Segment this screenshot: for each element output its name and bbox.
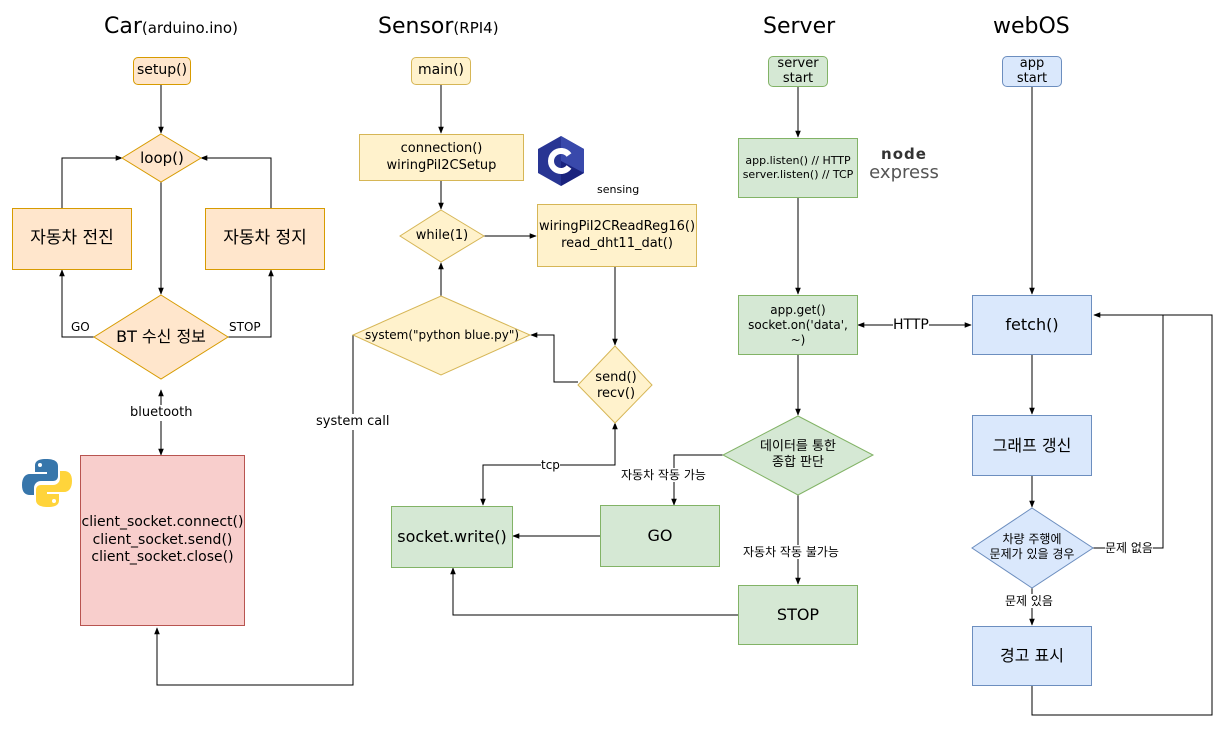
go-edge-label: GO xyxy=(71,320,90,335)
question-label-1: 차량 주행에 xyxy=(1002,532,1062,546)
listen-node: app.listen() // HTTP server.listen() // … xyxy=(738,138,858,198)
read-sensor-node: wiringPiI2CReadReg16() read_dht11_dat() xyxy=(537,204,697,267)
c-language-logo-icon xyxy=(538,136,584,186)
car-stop-node: 자동차 정지 xyxy=(205,208,325,270)
sensing-label: sensing xyxy=(597,183,640,197)
main-node: main() xyxy=(411,57,471,85)
app-start-1: app xyxy=(1019,56,1045,72)
system-label: system("python blue.py") xyxy=(364,327,520,342)
server-start-1: server xyxy=(777,56,819,72)
socket-on-label: socket.on('data', ~) xyxy=(748,317,848,347)
bt-diamond xyxy=(93,294,229,380)
client-connect: client_socket.connect() xyxy=(81,514,244,531)
wiring-setup-label: wiringPiI2CSetup xyxy=(386,157,497,173)
node-express-logo-icon: node express xyxy=(866,146,942,188)
graph-update-node: 그래프 갱신 xyxy=(972,415,1092,476)
app-start-node: app start xyxy=(1002,56,1062,87)
question-label: 차량 주행에 문제가 있을 경우 xyxy=(975,528,1089,566)
sendrecv-diamond xyxy=(577,345,653,424)
bluetooth-edge-label: bluetooth xyxy=(130,405,193,421)
connection-node: connection() wiringPiI2CSetup xyxy=(359,134,524,181)
node-text: node xyxy=(881,145,927,163)
warning-node: 경고 표시 xyxy=(972,626,1092,686)
problem-label: 문제 있음 xyxy=(1005,594,1053,609)
client-send: client_socket.send() xyxy=(92,531,233,548)
go-node: GO xyxy=(600,505,720,567)
car-title: Car xyxy=(104,14,142,39)
fetch-node: fetch() xyxy=(972,295,1092,355)
judge-label-2: 종합 판단 xyxy=(772,455,824,470)
sensor-lane-title: Sensor(RPI4) xyxy=(378,14,499,39)
no-problem-label: 문제 없음 xyxy=(1105,541,1153,556)
client-close: client_socket.close() xyxy=(91,549,234,566)
send-label: send() xyxy=(595,369,637,385)
sensor-subtitle: (RPI4) xyxy=(453,19,499,37)
loop-label: loop() xyxy=(140,148,184,167)
system-diamond xyxy=(351,295,532,376)
app-start-2: start xyxy=(1016,70,1048,86)
socket-write-node: socket.write() xyxy=(391,506,513,568)
express-text: express xyxy=(869,162,939,183)
python-logo-icon xyxy=(22,459,72,507)
tcp-label: tcp xyxy=(541,458,560,473)
car-lane-title: Car(arduino.ino) xyxy=(104,14,238,39)
stop-node: STOP xyxy=(738,585,858,645)
loop-diamond xyxy=(121,133,202,183)
system-call-label: system call xyxy=(316,414,390,430)
car-subtitle: (arduino.ino) xyxy=(141,19,238,37)
judge-diamond xyxy=(721,415,875,496)
app-get-node: app.get() socket.on('data', ~) xyxy=(738,295,858,355)
sensor-title: Sensor xyxy=(378,14,454,39)
car-forward-node: 자동차 전진 xyxy=(12,208,132,270)
connection-label: connection() xyxy=(400,141,483,157)
while-diamond xyxy=(399,209,485,263)
bt-label: BT 수신 정보 xyxy=(116,327,206,346)
read-reg-label: wiringPiI2CReadReg16() xyxy=(538,219,696,235)
http-label: HTTP xyxy=(893,317,929,334)
server-start-2: start xyxy=(782,70,814,86)
judge-label: 데이터를 통한 종합 판단 xyxy=(735,436,861,474)
judge-label-1: 데이터를 통한 xyxy=(760,438,836,454)
can-go-label: 자동차 작동 가능 xyxy=(621,468,706,483)
cannot-go-label: 자동차 작동 불가능 xyxy=(743,545,839,560)
sendrecv-label: send() recv() xyxy=(580,368,652,404)
while-label: while(1) xyxy=(415,227,469,243)
recv-label: recv() xyxy=(596,386,636,401)
app-get-label: app.get() xyxy=(770,302,826,317)
server-listen-label: server.listen() // TCP xyxy=(742,168,854,181)
client-socket-node: client_socket.connect() client_socket.se… xyxy=(80,455,245,626)
server-lane-title: Server xyxy=(763,14,836,39)
read-dht-label: read_dht11_dat() xyxy=(561,235,673,251)
webos-lane-title: webOS xyxy=(993,14,1070,39)
stop-edge-label: STOP xyxy=(229,320,261,335)
question-label-2: 문제가 있을 경우 xyxy=(989,547,1075,561)
server-start-node: server start xyxy=(768,56,828,87)
app-listen-label: app.listen() // HTTP xyxy=(745,154,851,168)
setup-node: setup() xyxy=(133,57,191,85)
question-diamond xyxy=(971,507,1094,589)
